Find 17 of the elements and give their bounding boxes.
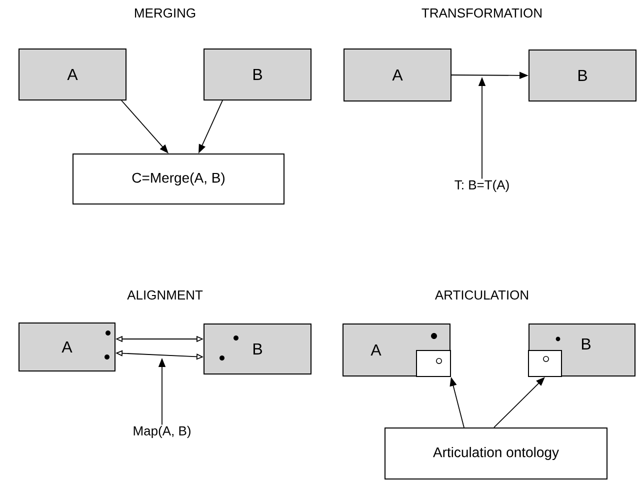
concept-box: B: [204, 323, 312, 374]
concept-box: A: [18, 322, 116, 372]
concept-box: C=Merge(A, B): [72, 154, 284, 204]
node-label: T: B=T(A): [454, 180, 509, 192]
arrow: [494, 377, 545, 428]
section-title: TRANSFORMATION: [422, 8, 542, 18]
concept-box: B: [204, 48, 312, 100]
concept-box: Articulation ontology: [384, 427, 608, 480]
inner-box: [528, 350, 562, 377]
concept-box: A: [18, 48, 126, 100]
node-label: Map(A, B): [134, 426, 190, 438]
section-title: ARTICULATION: [434, 290, 528, 300]
concept-box: A: [344, 48, 452, 102]
inner-box: [416, 350, 451, 377]
concept-box: B: [528, 50, 636, 102]
section-title: ALIGNMENT: [127, 290, 203, 300]
section-title: MERGING: [135, 8, 196, 18]
